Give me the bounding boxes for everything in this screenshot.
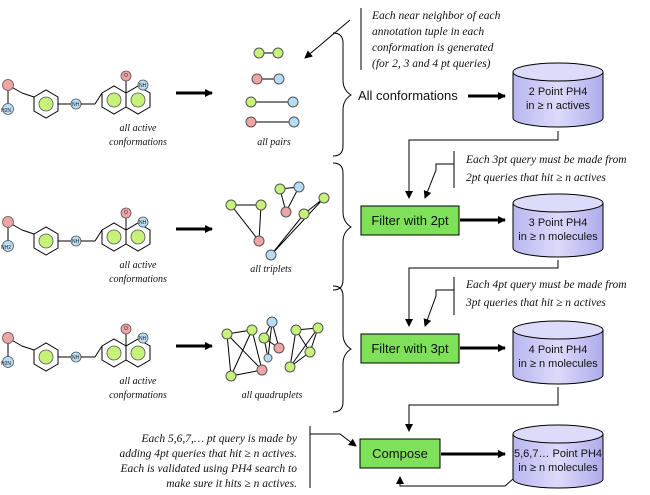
compose-box: Compose — [359, 438, 441, 469]
database-subtitle: in ≥ n molecules — [518, 462, 598, 474]
note-4pt-line: 3pt queries that hit ≥ n actives — [465, 297, 606, 309]
pairs-graphic — [245, 47, 300, 128]
database-567pt: 5,6,7… Point PH4 in ≥ n molecules — [512, 424, 604, 489]
molecule-row-1: H2N NH O NH — [1, 70, 151, 119]
atom-label: O — [124, 326, 128, 332]
note-compose-line: Each is validated using PH4 search to — [119, 463, 297, 475]
note-compose-line: adding 4pt queries that hit ≥ n actives. — [119, 448, 297, 460]
filter-3pt-label: Filter with 3pt — [371, 341, 449, 356]
note-top-arrow — [304, 19, 351, 59]
atom-label: H2N — [1, 361, 11, 367]
note-4pt-line: Each 4pt query must be made from — [465, 279, 627, 291]
molecule-caption: conformations — [109, 390, 167, 401]
atom-label: NH2 — [1, 245, 11, 251]
group-caption: all quadruplets — [242, 390, 303, 401]
database-3pt: 3 Point PH4 in ≥ n molecules — [512, 193, 604, 258]
molecule-caption: all active — [120, 376, 157, 387]
note-4pt-arrow — [423, 289, 454, 327]
filter-2pt-box: Filter with 2pt — [360, 205, 460, 236]
database-subtitle: in ≥ n molecules — [518, 231, 598, 243]
note-3pt-line: 2pt queries that hit ≥ n actives — [466, 172, 606, 184]
note-3pt-arrow — [423, 163, 454, 199]
note-top-line: (for 2, 3 and 4 pt queries) — [372, 58, 491, 70]
molecule-caption: conformations — [109, 137, 167, 148]
atom-label: NH — [72, 355, 80, 361]
molecule-caption: conformations — [109, 274, 167, 285]
connector-4pt-to-compose — [405, 387, 559, 432]
database-title: 5,6,7… Point PH4 — [514, 448, 602, 460]
database-subtitle: in ≥ n actives — [526, 100, 591, 112]
database-title: 2 Point PH4 — [529, 86, 588, 98]
database-2pt: 2 Point PH4 in ≥ n actives — [512, 62, 604, 128]
database-4pt: 4 Point PH4 in ≥ n molecules — [512, 320, 604, 385]
atom-label: NH — [72, 239, 80, 245]
group-caption: all triplets — [250, 264, 292, 275]
molecule-row-3: H2N NH O NH — [1, 323, 151, 372]
note-compose-arrow — [310, 433, 357, 447]
molecule-caption: all active — [120, 123, 157, 134]
atom-label: NH — [139, 83, 147, 89]
filter-3pt-box: Filter with 3pt — [360, 333, 460, 364]
molecule-row-2: NH2 NH O NH — [1, 207, 151, 256]
note-top-line: Each near neighbor of each — [371, 10, 501, 22]
group-caption: all pairs — [257, 137, 291, 148]
molecule-caption: all active — [120, 260, 157, 271]
quadruplets-graphic — [221, 316, 324, 382]
note-top-line: conformation is generated — [372, 42, 494, 54]
atom-label: O — [124, 210, 128, 216]
filter-2pt-label: Filter with 2pt — [371, 213, 449, 228]
connector-loop-to-compose — [396, 476, 514, 487]
brace-row-1 — [332, 32, 352, 157]
all-conformations-label: All conformations — [358, 88, 458, 103]
note-compose-line: make sure it hits ≥ n actives. — [166, 478, 297, 490]
triplets-graphic — [225, 181, 330, 261]
database-subtitle: in ≥ n molecules — [518, 358, 598, 370]
connector-3pt-to-filter — [405, 260, 559, 327]
note-compose-line: Each 5,6,7,… pt query is made by — [140, 433, 297, 445]
connector-2pt-to-filter — [405, 131, 559, 199]
atom-label: NH — [139, 220, 147, 226]
note-top-line: annotation tuple in each — [372, 26, 484, 38]
compose-label: Compose — [372, 446, 428, 461]
note-3pt-line: Each 3pt query must be made from — [465, 154, 627, 166]
atom-label: O — [124, 73, 128, 79]
atom-label: H2N — [1, 108, 11, 114]
atom-label: NH — [139, 336, 147, 342]
atom-label: NH — [72, 102, 80, 108]
database-title: 3 Point PH4 — [529, 217, 588, 229]
brace-row-3 — [332, 285, 352, 413]
brace-row-2 — [332, 162, 352, 291]
database-title: 4 Point PH4 — [529, 344, 588, 356]
